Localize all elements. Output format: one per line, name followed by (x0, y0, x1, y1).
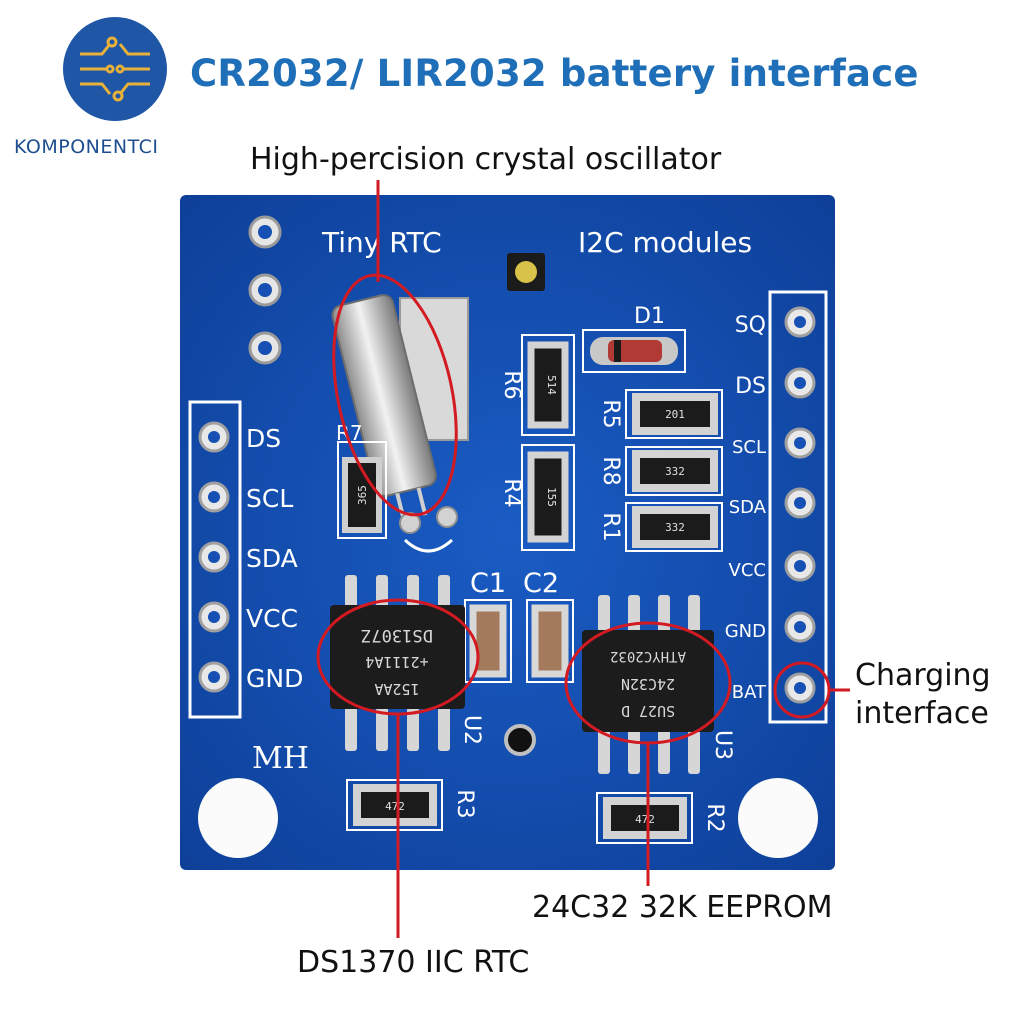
chip-u2-line1: 152AA (374, 680, 419, 698)
left-pin-label-vcc: VCC (246, 604, 298, 633)
left-pin-label-sda: SDA (246, 544, 298, 573)
resistor-code-r3: 472 (385, 800, 405, 813)
resistor-code-r4: 155 (545, 487, 558, 507)
annotation-rtc: DS1370 IIC RTC (297, 945, 530, 980)
resistor-r8 (632, 450, 718, 492)
board-maker: MH (252, 741, 309, 776)
left-pin-label-ds: DS (246, 424, 281, 453)
right-pin-label-ds: DS (735, 374, 766, 399)
right-pin-label-gnd: GND (725, 621, 766, 642)
brand-logo (63, 17, 167, 121)
highlight-overlays (316, 180, 850, 938)
annotation-crystal: High-percision crystal oscillator (250, 142, 722, 177)
crystal-oscillator (331, 294, 437, 521)
resistor-r3 (353, 784, 437, 826)
resistor-code-r2: 472 (635, 813, 655, 826)
resistor-code-r6: 514 (545, 375, 558, 395)
mounting-hole (738, 778, 818, 858)
ref-c1: C1 (470, 568, 506, 599)
logo-circle (63, 17, 167, 121)
resistor-r1 (632, 506, 718, 548)
ref-u2: U2 (459, 715, 484, 745)
battery-pads (248, 215, 282, 365)
chip-u3 (582, 630, 714, 732)
right-pin-label-sda: SDA (729, 497, 767, 518)
brand-name: KOMPONENTCI (14, 136, 159, 158)
annotation-charging-line1: Charging (855, 658, 991, 693)
right-pin-label-vcc: VCC (729, 560, 766, 581)
ref-r4: R4 (499, 478, 524, 507)
chip-u2-line2: +2111A4 (365, 653, 428, 671)
capacitor-c1 (469, 604, 507, 678)
resistor-r2 (603, 797, 687, 839)
ref-r8: R8 (598, 456, 623, 485)
chip-u2-line3: DS1307Z (361, 625, 433, 645)
ref-r6: R6 (499, 370, 524, 399)
board-label-right: I2C modules (578, 226, 752, 259)
left-header-outline (188, 400, 242, 719)
left-pin-label-gnd: GND (246, 664, 303, 693)
ref-u3: U3 (710, 730, 735, 760)
chip-u3-line3: ATHYC2032 (610, 648, 686, 664)
circuit-icon (80, 36, 150, 102)
ref-r2: R2 (702, 803, 727, 832)
right-header-pins (784, 306, 816, 704)
page-title: CR2032/ LIR2032 battery interface (190, 52, 919, 95)
mounting-hole (198, 778, 278, 858)
resistor-code-r5: 201 (665, 408, 685, 421)
left-pin-label-scl: SCL (246, 484, 293, 513)
right-pin-label-bat: BAT (732, 682, 767, 703)
ref-c2: C2 (523, 568, 559, 599)
resistor-r4 (527, 451, 569, 543)
chip-u2 (330, 605, 465, 709)
chip-u3-line1: SU27 D (621, 702, 675, 720)
chip-u3-line2: 24C32N (621, 675, 675, 693)
ref-d1: D1 (634, 304, 665, 329)
ref-r1: R1 (598, 512, 623, 541)
left-header-pins (198, 421, 230, 693)
annotation-eeprom: 24C32 32K EEPROM (532, 890, 833, 925)
highlight-crystal (332, 273, 458, 517)
capacitor-c2 (531, 604, 569, 678)
center-hole (504, 724, 536, 756)
right-pin-label-scl: SCL (732, 437, 766, 458)
resistor-r6 (527, 341, 569, 429)
resistor-code-r1: 332 (665, 521, 685, 534)
annotation-charging-line2: interface (855, 696, 989, 731)
ref-r5: R5 (598, 399, 623, 428)
ref-r3: R3 (452, 789, 477, 818)
board-label-left: Tiny RTC (321, 226, 442, 259)
right-pin-label-sq: SQ (735, 313, 766, 338)
right-header-outline (768, 290, 828, 724)
resistor-code-r7: 365 (356, 485, 369, 505)
resistor-code-r8: 332 (665, 465, 685, 478)
resistor-r5 (632, 393, 718, 435)
